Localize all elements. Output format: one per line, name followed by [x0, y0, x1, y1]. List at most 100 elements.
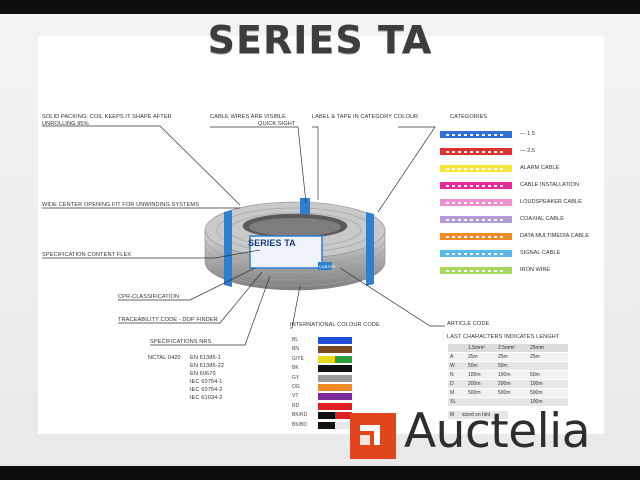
- label-traceability: TRACEABILITY CODE - DOP FINDER: [118, 317, 218, 323]
- category-swatch: [440, 182, 512, 189]
- table-cell: 25mm: [530, 345, 544, 351]
- category-name: SIGNAL CABLE: [520, 250, 561, 256]
- colour-code-row: BK/BD: [290, 421, 354, 430]
- table-cell: W: [450, 363, 455, 369]
- colour-code-row: GY: [290, 374, 354, 383]
- colour-code-row: BL: [290, 336, 354, 345]
- table-cell: 100m: [530, 399, 543, 405]
- category-name: LOUDSPEAKER CABLE: [520, 199, 582, 205]
- table-cell: 1.5mm²: [468, 345, 485, 351]
- category-swatch: [440, 148, 512, 155]
- spec-item: EN 61386-1: [190, 355, 221, 361]
- colour-code-label: BK: [292, 365, 299, 372]
- spec-item: IEC 60754-1: [190, 379, 223, 385]
- category-name: DATA MULTIMEDIA CABLE: [520, 233, 590, 239]
- table-cell: 100m: [530, 381, 543, 387]
- label-packing-2: UNROLLING 95%: [42, 121, 89, 127]
- colour-swatch: [318, 337, 352, 344]
- colour-swatch: [318, 384, 352, 391]
- colour-code-row: BN: [290, 345, 354, 354]
- table-cell: 500m: [468, 390, 481, 396]
- label-article: ARTICLE CODE: [447, 321, 490, 327]
- spec-item: EN 60670: [190, 371, 216, 377]
- colour-swatch: [318, 355, 352, 363]
- table-row: W 50m 50m: [448, 362, 568, 370]
- category-name: ALARM CABLE: [520, 165, 560, 171]
- colour-code-label: RD: [292, 402, 300, 409]
- label-packing: SOLID PACKING: COIL KEEPS IT SHAPE AFTER: [42, 114, 172, 120]
- category-name: CABLE INSTALLATION: [520, 182, 579, 188]
- table-cell: D: [450, 381, 454, 387]
- table-cell: 25m: [468, 354, 478, 360]
- table-cell: 200m: [498, 381, 511, 387]
- category-swatch: [440, 267, 512, 274]
- table-cell: 2.5mm²: [498, 345, 515, 351]
- table-cell: XL: [450, 399, 457, 405]
- colour-code-row: G/YE: [290, 355, 354, 364]
- label-spec-nrs: SPECIFICATIONS NRS: [150, 339, 212, 345]
- category-swatch: [440, 199, 512, 206]
- colour-swatch: [318, 393, 352, 401]
- table-cell: 200m: [468, 381, 481, 387]
- colour-code-row: BK: [290, 364, 354, 373]
- colour-code-label: GY: [292, 374, 300, 381]
- colour-code-label: BL: [292, 337, 299, 343]
- table-cell: 500m: [530, 390, 543, 396]
- colour-code-label: G/YE: [292, 355, 304, 362]
- colour-swatch: [318, 365, 352, 373]
- colour-code-row: OG: [290, 383, 354, 392]
- label-last-chars: LAST CHARACTERS INDICATES LENGHT: [447, 334, 560, 340]
- table-cell: A: [450, 354, 454, 360]
- category-name: — 1.5: [520, 131, 535, 137]
- table-row: D 200m 200m 100m: [448, 380, 568, 388]
- category-name: — 2.5: [520, 148, 535, 154]
- colour-swatch: [318, 374, 352, 382]
- auctelia-logo-icon: [350, 413, 396, 459]
- colour-code-row: RD: [290, 402, 354, 411]
- reel-label-title: SERIES TA: [248, 238, 296, 248]
- label-spec-content: SPECIFICATION CONTENT FLEX: [42, 252, 132, 258]
- table-cell: 50m: [530, 372, 540, 378]
- category-swatch: [440, 216, 512, 223]
- page-title: SERIES TA: [207, 18, 433, 62]
- colour-code-label: VT: [292, 393, 299, 400]
- colour-code-label: BN: [292, 346, 299, 353]
- colour-code-label: BK/BD: [292, 421, 308, 428]
- colour-swatch: [318, 412, 352, 420]
- spec-item: IEC 60754-2: [190, 387, 223, 393]
- label-quick-sight: QUICK SIGHT: [258, 121, 296, 127]
- spec-item: EN 61386-22: [190, 363, 225, 369]
- table-row: 1.5mm² 2.5mm² 25mm: [448, 344, 568, 352]
- table-cell: 50m: [468, 363, 478, 369]
- colour-code-label: OG: [292, 384, 300, 390]
- label-tape-colour: LABEL & TAPE IN CATEGORY COLOUR: [312, 114, 419, 120]
- table-cell: 25m: [530, 354, 540, 360]
- table-row: A 25m 25m 25m: [448, 353, 568, 361]
- label-categories: CATEGORIES: [450, 114, 488, 120]
- label-wide-center: WIDE CENTER OPENING FIT FOR UNWINDING SY…: [42, 202, 199, 208]
- category-swatch: [440, 165, 512, 172]
- table-cell: 25m: [498, 354, 508, 360]
- colour-swatch: [318, 421, 352, 429]
- label-cable-visible: CABLE WIRES ARE VISIBLE: [210, 114, 286, 120]
- colour-code-row: BK/RD: [290, 411, 354, 420]
- colour-code-label: BK/RD: [292, 412, 308, 419]
- label-cpr: CPR-CLASSIFICATION: [118, 294, 180, 300]
- colour-swatch: [318, 402, 352, 410]
- table-cell: 100m: [498, 372, 511, 378]
- table-cell: 500m: [498, 390, 511, 396]
- table-cell: N: [450, 372, 454, 378]
- colour-code-row: VT: [290, 392, 354, 401]
- reel-label-tag: CABTEK: [319, 264, 336, 269]
- category-name: IRON WIRE: [520, 267, 551, 273]
- table-row: XL 100m: [448, 398, 568, 406]
- colour-swatch: [318, 346, 352, 354]
- table-cell: sized on hint: [462, 412, 491, 418]
- spec-item: IEC 61034-2: [190, 395, 223, 401]
- category-swatch: [440, 250, 512, 257]
- table-cell: 50m: [498, 363, 508, 369]
- category-swatch: [440, 233, 512, 240]
